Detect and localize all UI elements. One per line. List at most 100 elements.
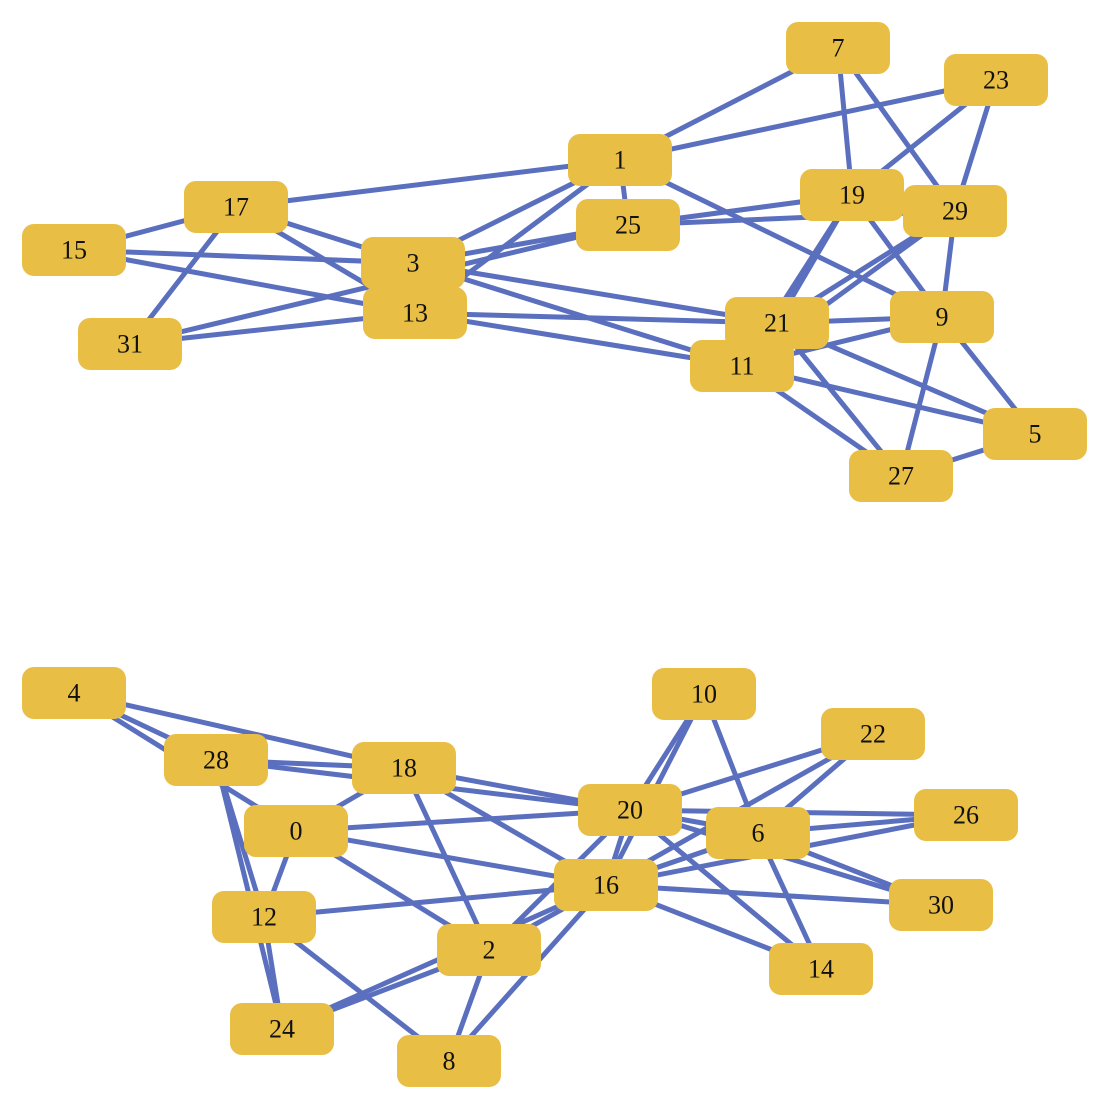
node-23: 23	[944, 54, 1048, 106]
node-label: 0	[290, 817, 303, 846]
edge-13-21	[412, 310, 780, 326]
node-5: 5	[983, 408, 1087, 460]
node-label: 13	[402, 299, 428, 328]
node-box	[361, 237, 465, 289]
edge-3-21	[410, 260, 780, 326]
edge-1-17	[233, 157, 623, 210]
node-label: 26	[953, 801, 979, 830]
node-box	[397, 1035, 501, 1087]
node-box	[568, 134, 672, 186]
node-label: 21	[764, 309, 790, 338]
node-box	[78, 318, 182, 370]
node-box	[706, 807, 810, 859]
node-box	[890, 291, 994, 343]
node-14: 14	[769, 943, 873, 995]
node-label: 16	[593, 871, 619, 900]
node-label: 18	[391, 754, 417, 783]
node-30: 30	[889, 879, 993, 931]
edge-4-18	[71, 690, 407, 771]
node-box	[578, 784, 682, 836]
edge-15-13	[71, 247, 418, 316]
edge-15-3	[71, 247, 416, 266]
node-box	[821, 708, 925, 760]
edge-1-9	[617, 157, 945, 320]
node-22: 22	[821, 708, 925, 760]
node-label: 27	[888, 462, 914, 491]
node-box	[184, 181, 288, 233]
node-2: 2	[437, 924, 541, 976]
node-28: 28	[164, 734, 268, 786]
node-box	[849, 450, 953, 502]
node-label: 30	[928, 891, 954, 920]
edge-0-20	[293, 807, 633, 834]
node-box	[437, 924, 541, 976]
node-20: 20	[578, 784, 682, 836]
node-1: 1	[568, 134, 672, 186]
node-box	[652, 668, 756, 720]
node-label: 8	[443, 1047, 456, 1076]
node-label: 24	[269, 1015, 295, 1044]
node-box	[554, 859, 658, 911]
edge-3-11	[410, 260, 745, 369]
node-box	[690, 340, 794, 392]
node-18: 18	[352, 742, 456, 794]
node-box	[903, 185, 1007, 237]
node-27: 27	[849, 450, 953, 502]
node-31: 31	[78, 318, 182, 370]
node-box	[22, 224, 126, 276]
node-17: 17	[184, 181, 288, 233]
node-6: 6	[706, 807, 810, 859]
node-layer: 0123456789101112131415161718192021222324…	[22, 22, 1087, 1087]
node-9: 9	[890, 291, 994, 343]
edge-30-16	[603, 882, 944, 908]
node-26: 26	[914, 789, 1018, 841]
node-box	[725, 297, 829, 349]
node-label: 5	[1029, 420, 1042, 449]
node-box	[230, 1003, 334, 1055]
node-label: 19	[839, 181, 865, 210]
node-label: 17	[223, 193, 249, 222]
edge-1-23	[617, 77, 999, 163]
node-15: 15	[22, 224, 126, 276]
node-box	[889, 879, 993, 931]
node-25: 25	[576, 199, 680, 251]
node-label: 22	[860, 720, 886, 749]
node-box	[363, 287, 467, 339]
node-24: 24	[230, 1003, 334, 1055]
node-8: 8	[397, 1035, 501, 1087]
node-box	[800, 169, 904, 221]
node-box	[786, 22, 890, 74]
node-11: 11	[690, 340, 794, 392]
node-label: 9	[936, 303, 949, 332]
node-label: 2	[483, 936, 496, 965]
edge-7-29	[835, 45, 958, 214]
node-12: 12	[212, 891, 316, 943]
node-13: 13	[363, 287, 467, 339]
node-label: 15	[61, 236, 87, 265]
edge-14-20	[627, 807, 824, 972]
edge-9-27	[898, 314, 945, 479]
node-box	[769, 943, 873, 995]
node-label: 31	[117, 330, 143, 359]
node-label: 20	[617, 796, 643, 825]
node-box	[944, 54, 1048, 106]
node-box	[164, 734, 268, 786]
node-7: 7	[786, 22, 890, 74]
node-label: 12	[251, 903, 277, 932]
node-label: 29	[942, 197, 968, 226]
edge-13-11	[412, 310, 745, 369]
node-label: 1	[614, 146, 627, 175]
node-label: 3	[407, 249, 420, 278]
node-16: 16	[554, 859, 658, 911]
node-0: 0	[244, 805, 348, 857]
node-box	[352, 742, 456, 794]
node-label: 23	[983, 66, 1009, 95]
node-label: 10	[691, 680, 717, 709]
node-box	[983, 408, 1087, 460]
node-box	[244, 805, 348, 857]
node-label: 4	[68, 679, 81, 708]
node-label: 11	[729, 352, 754, 381]
node-19: 19	[800, 169, 904, 221]
node-label: 14	[808, 955, 834, 984]
